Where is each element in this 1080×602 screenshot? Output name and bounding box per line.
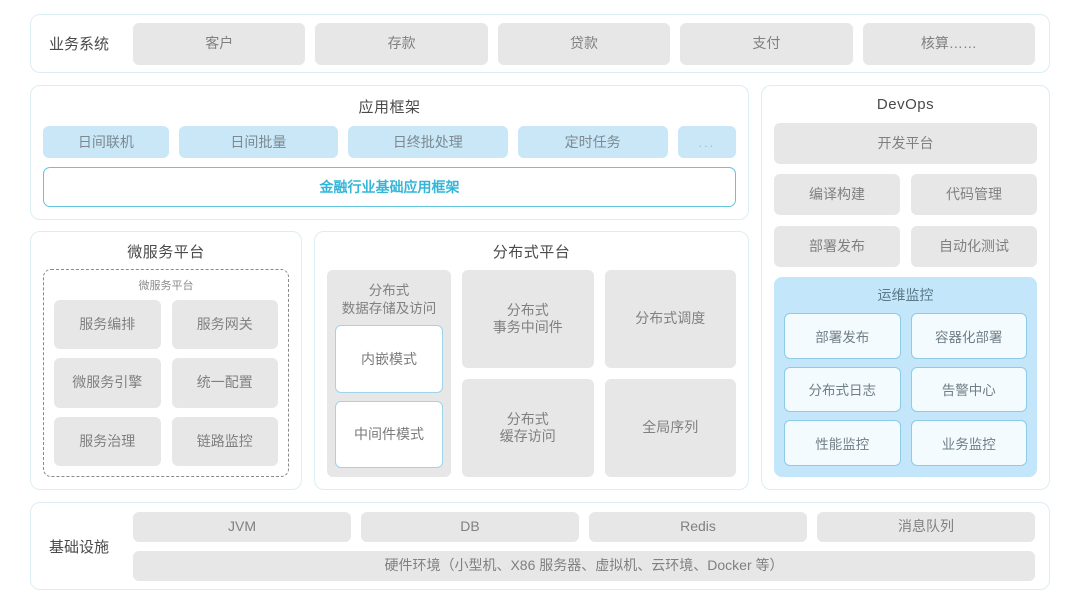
middle-left-column: 应用框架 日间联机 日间批量 日终批处理 定时任务 ... 金融行业基础应用框架… <box>30 85 749 490</box>
middle-area: 应用框架 日间联机 日间批量 日终批处理 定时任务 ... 金融行业基础应用框架… <box>30 85 1050 490</box>
distributed-card[interactable]: 分布式调度 <box>604 270 736 368</box>
app-framework-item[interactable]: 日终批处理 <box>348 126 508 158</box>
microservice-item[interactable]: 服务治理 <box>54 416 161 466</box>
app-framework-item[interactable]: 日间批量 <box>178 126 339 158</box>
business-systems-items: 客户 存款 贷款 支付 核算…… <box>133 22 1036 65</box>
devops-item[interactable]: 代码管理 <box>911 174 1037 215</box>
devops-platform-card[interactable]: 开发平台 <box>774 123 1037 164</box>
distributed-storage-card[interactable]: 分布式 数据存储及访问 内嵌模式 中间件模式 <box>327 270 451 477</box>
infrastructure-content: JVM DB Redis 消息队列 硬件环境（小型机、X86 服务器、虚拟机、云… <box>133 511 1035 581</box>
infrastructure-item[interactable]: JVM <box>133 511 351 542</box>
business-system-item[interactable]: 支付 <box>680 22 853 65</box>
microservice-platform-items: 服务编排 服务网关 微服务引擎 统一配置 服务治理 链路监控 <box>54 300 278 466</box>
distributed-storage-title: 分布式 数据存储及访问 <box>341 283 437 316</box>
devops-item[interactable]: 编译构建 <box>774 174 900 215</box>
business-system-item[interactable]: 贷款 <box>497 22 671 65</box>
microservice-item[interactable]: 微服务引擎 <box>54 358 161 408</box>
distributed-platform-panel: 分布式平台 分布式 数据存储及访问 内嵌模式 中间件模式 分布式 事务中间件 分… <box>314 231 749 490</box>
devops-title: DevOps <box>876 96 935 113</box>
distributed-card[interactable]: 分布式 事务中间件 <box>462 270 594 368</box>
distributed-card[interactable]: 分布式 缓存访问 <box>462 379 594 477</box>
devops-panel: DevOps 开发平台 编译构建 代码管理 部署发布 自动化测试 运维监控 部署… <box>761 85 1050 490</box>
microservice-item[interactable]: 服务网关 <box>171 300 278 350</box>
microservice-platform-inner-box: 微服务平台 服务编排 服务网关 微服务引擎 统一配置 服务治理 链路监控 <box>43 269 289 477</box>
storage-mode-middleware[interactable]: 中间件模式 <box>335 400 443 468</box>
devops-item[interactable]: 部署发布 <box>774 226 900 267</box>
app-framework-panel: 应用框架 日间联机 日间批量 日终批处理 定时任务 ... 金融行业基础应用框架 <box>30 85 749 220</box>
business-system-item[interactable]: 存款 <box>315 22 488 65</box>
ops-monitor-item[interactable]: 容器化部署 <box>910 313 1027 359</box>
distributed-platform-cards: 分布式 事务中间件 分布式调度 分布式 缓存访问 全局序列 <box>462 270 736 477</box>
app-framework-item[interactable]: 定时任务 <box>517 126 668 158</box>
ops-monitor-item[interactable]: 分布式日志 <box>784 366 901 413</box>
business-system-item[interactable]: 客户 <box>133 22 306 65</box>
infrastructure-item[interactable]: 消息队列 <box>817 511 1035 542</box>
infrastructure-item[interactable]: Redis <box>589 511 807 542</box>
infrastructure-item[interactable]: DB <box>361 511 579 542</box>
devops-column: DevOps 开发平台 编译构建 代码管理 部署发布 自动化测试 运维监控 部署… <box>761 85 1050 490</box>
hardware-environment-row: 硬件环境（小型机、X86 服务器、虚拟机、云环境、Docker 等） <box>133 550 1035 581</box>
ops-monitor-title: 运维监控 <box>877 287 934 303</box>
business-system-item[interactable]: 核算…… <box>862 22 1036 65</box>
app-framework-title: 应用框架 <box>358 99 421 116</box>
lower-panels: 微服务平台 微服务平台 服务编排 服务网关 微服务引擎 统一配置 服务治理 链路… <box>30 231 749 490</box>
microservice-platform-title: 微服务平台 <box>127 244 205 261</box>
distributed-platform-title: 分布式平台 <box>492 244 571 261</box>
infrastructure-items: JVM DB Redis 消息队列 <box>133 511 1035 542</box>
microservice-platform-inner-title: 微服务平台 <box>138 280 194 292</box>
finance-base-framework-band: 金融行业基础应用框架 <box>43 167 736 207</box>
distributed-card[interactable]: 全局序列 <box>604 379 736 477</box>
ops-monitor-block: 运维监控 部署发布 容器化部署 分布式日志 告警中心 性能监控 业务监控 <box>774 277 1037 477</box>
app-framework-items: 日间联机 日间批量 日终批处理 定时任务 ... <box>43 126 736 158</box>
microservice-item[interactable]: 统一配置 <box>171 358 278 408</box>
storage-mode-embedded[interactable]: 内嵌模式 <box>335 325 443 393</box>
devops-items: 编译构建 代码管理 部署发布 自动化测试 <box>774 174 1037 267</box>
app-framework-item[interactable]: 日间联机 <box>43 126 169 158</box>
microservice-platform-panel: 微服务平台 微服务平台 服务编排 服务网关 微服务引擎 统一配置 服务治理 链路… <box>30 231 302 490</box>
devops-item[interactable]: 自动化测试 <box>911 226 1037 267</box>
microservice-item[interactable]: 链路监控 <box>171 416 278 466</box>
infrastructure-label: 基础设施 <box>49 538 110 556</box>
business-systems-row: 业务系统 客户 存款 贷款 支付 核算…… <box>30 14 1050 73</box>
app-framework-more-icon[interactable]: ... <box>677 126 736 158</box>
hardware-environment-card[interactable]: 硬件环境（小型机、X86 服务器、虚拟机、云环境、Docker 等） <box>133 550 1035 581</box>
microservice-item[interactable]: 服务编排 <box>54 300 161 350</box>
business-systems-label: 业务系统 <box>49 36 110 53</box>
distributed-platform-body: 分布式 数据存储及访问 内嵌模式 中间件模式 分布式 事务中间件 分布式调度 分… <box>327 270 736 477</box>
ops-monitor-item[interactable]: 性能监控 <box>784 420 901 466</box>
ops-monitor-items: 部署发布 容器化部署 分布式日志 告警中心 性能监控 业务监控 <box>784 313 1027 466</box>
ops-monitor-item[interactable]: 告警中心 <box>910 366 1027 413</box>
infrastructure-row: 基础设施 JVM DB Redis 消息队列 硬件环境（小型机、X86 服务器、… <box>30 502 1050 590</box>
ops-monitor-item[interactable]: 部署发布 <box>784 313 901 359</box>
ops-monitor-item[interactable]: 业务监控 <box>910 420 1027 466</box>
